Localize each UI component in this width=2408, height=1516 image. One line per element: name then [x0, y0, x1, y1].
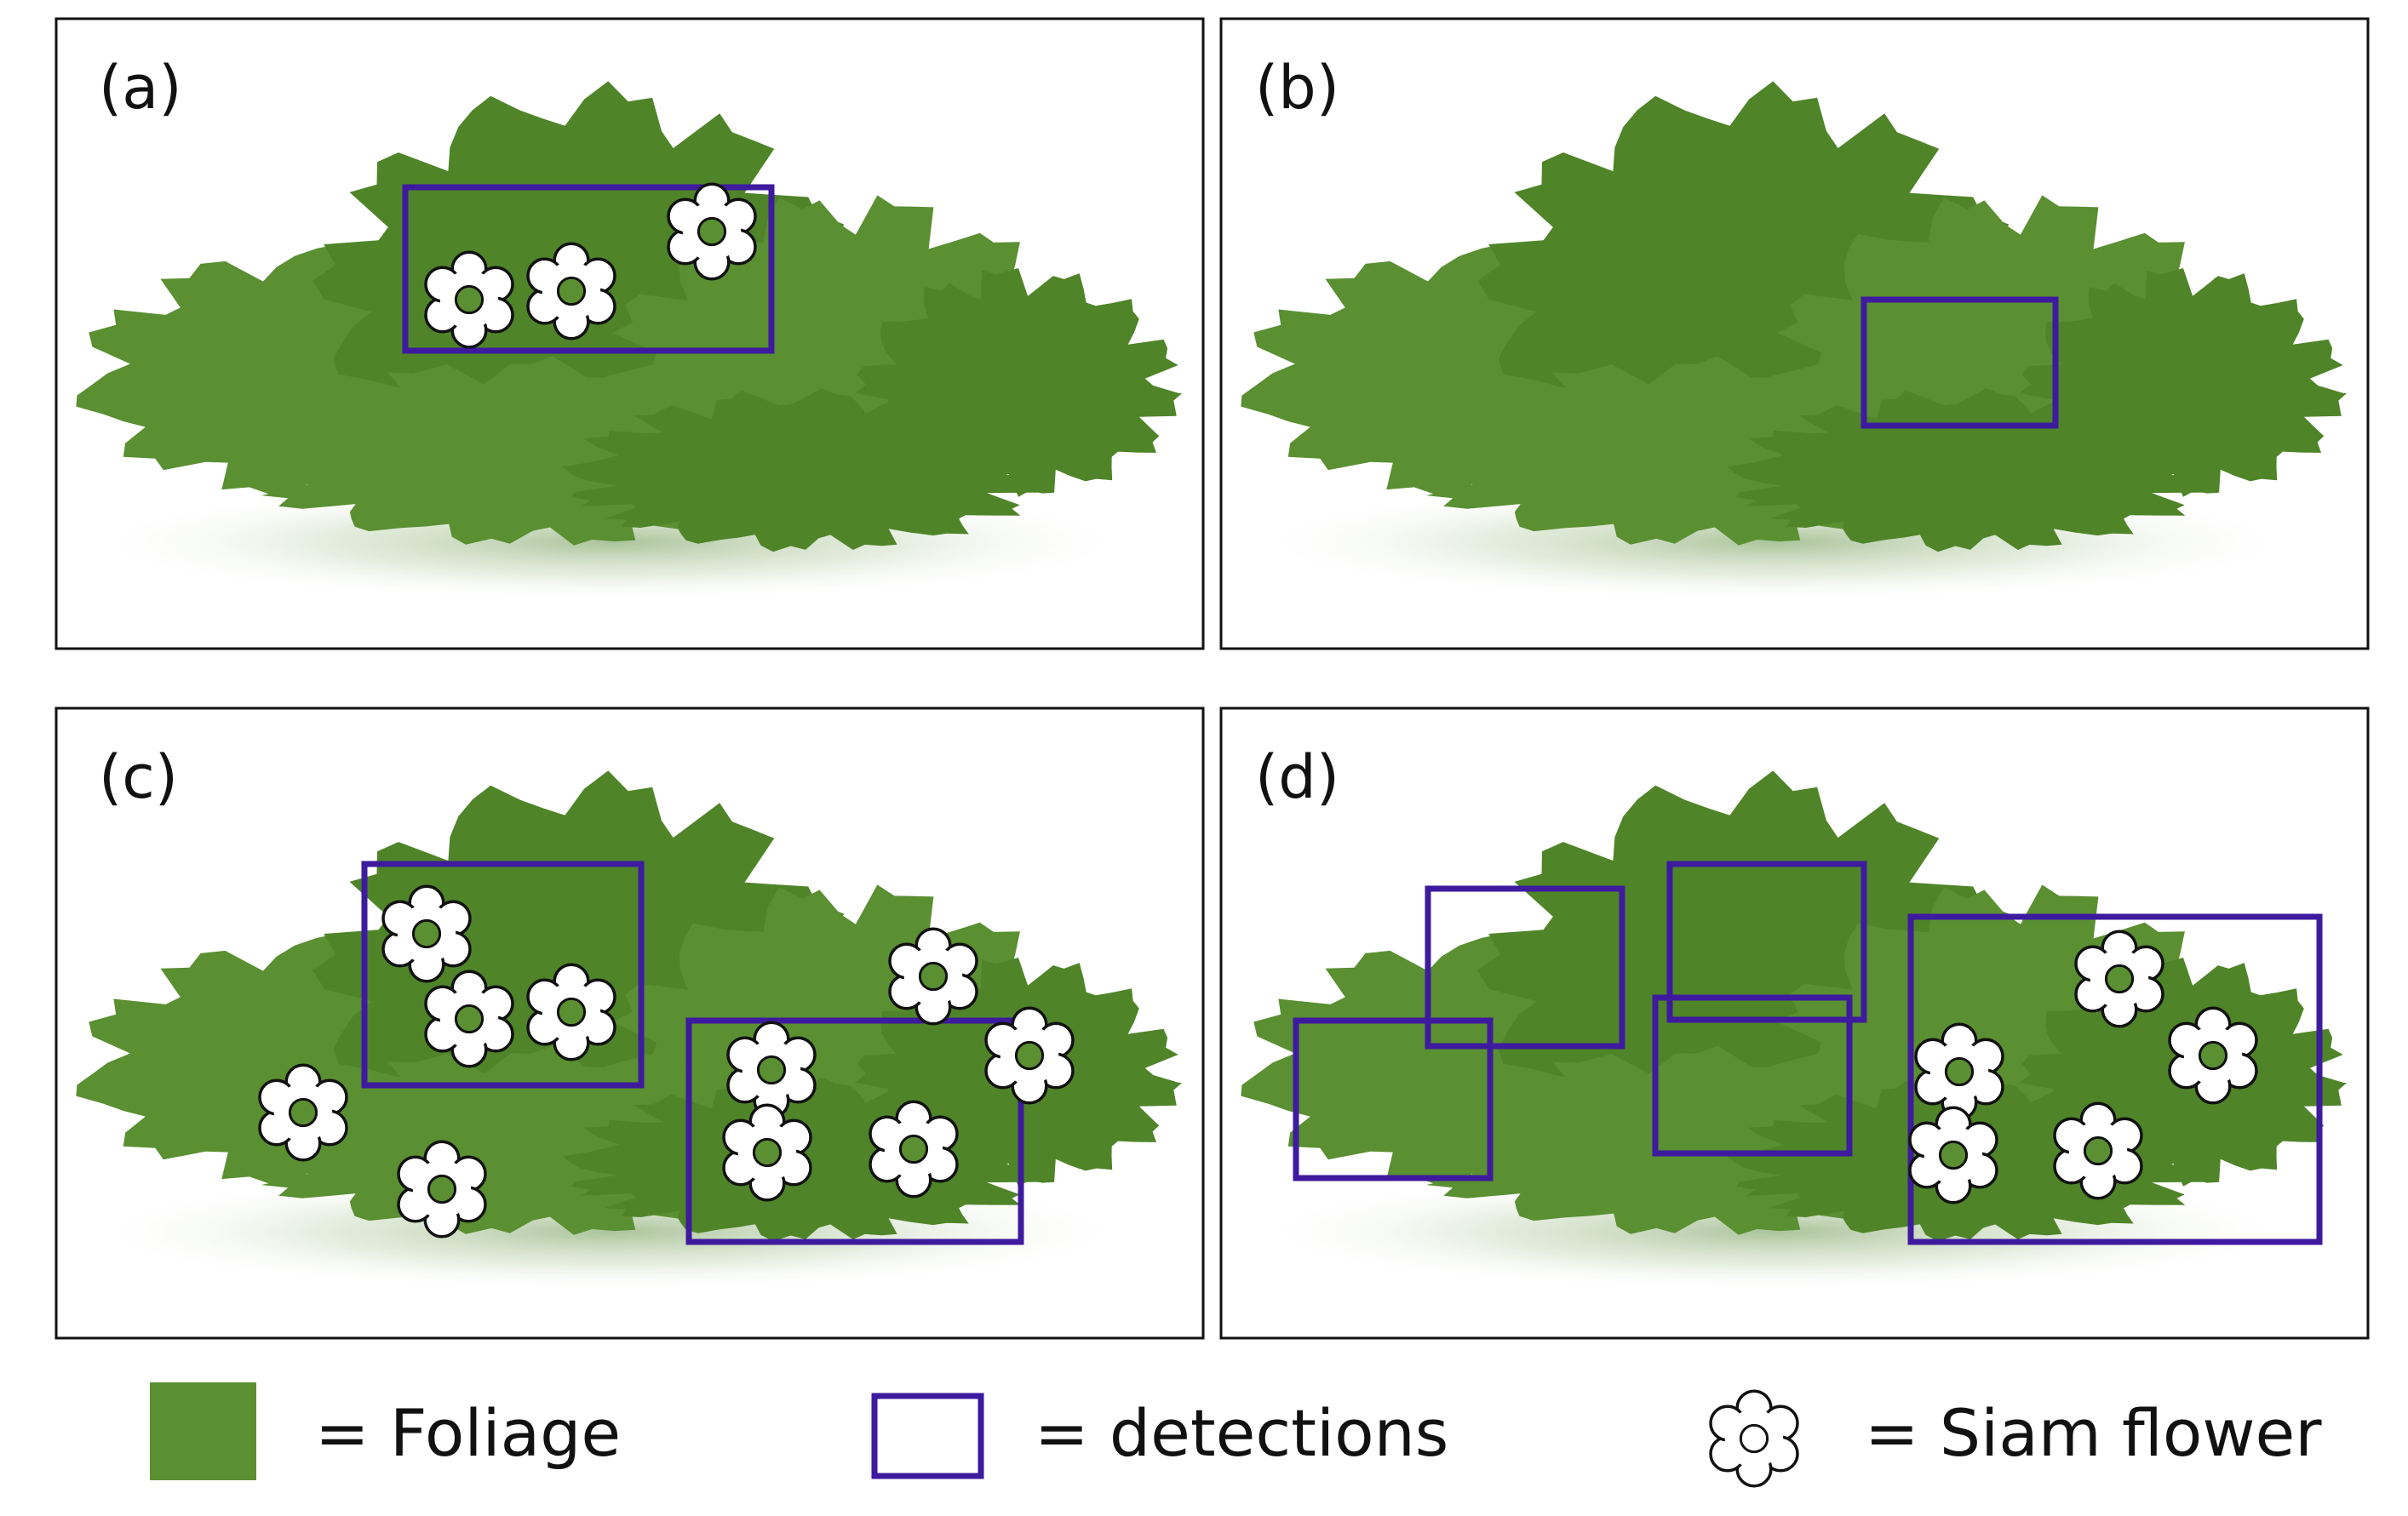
foliage-lobe	[562, 388, 1049, 552]
flower-center	[1938, 1140, 1969, 1170]
flower-icon	[526, 242, 616, 340]
legend-foliage: = Foliage	[150, 1382, 621, 1480]
flower-icon	[726, 1021, 817, 1119]
detections	[1860, 296, 2059, 429]
detection-box	[1425, 885, 1625, 1050]
flower-icon	[1914, 1022, 2004, 1121]
detection-box	[685, 1017, 1024, 1245]
flower-center	[1014, 1040, 1045, 1071]
flower-icon	[526, 963, 616, 1061]
legend-foliage-label: = Foliage	[315, 1395, 621, 1471]
flower-icon	[258, 1063, 348, 1162]
panel-c: (c)	[54, 707, 1205, 1340]
flower-center	[2083, 1136, 2113, 1166]
flower-icon	[1908, 1106, 1998, 1204]
detection-box	[1666, 861, 1867, 1023]
panel-label: (d)	[1255, 742, 1339, 812]
flower-icon	[1709, 1389, 1799, 1488]
flower-center	[1739, 1423, 1769, 1454]
panel-b: (b)	[1219, 17, 2370, 650]
legend-detections: = detections	[871, 1393, 1448, 1479]
flower-icon	[2053, 1101, 2143, 1200]
flowers	[1908, 930, 2258, 1204]
flower-center	[454, 1004, 484, 1034]
flower-icon	[869, 1100, 959, 1198]
flower-center	[898, 1134, 929, 1164]
detection-box	[361, 861, 645, 1089]
flower-icon	[722, 1103, 812, 1202]
legend-detections-label: = detections	[1035, 1395, 1448, 1471]
flower-center	[556, 276, 587, 306]
flower-icon	[667, 182, 757, 281]
detection-box	[1293, 1017, 1494, 1181]
legend: = Foliage = detections = Siam flower	[150, 1382, 2322, 1488]
flower-center	[756, 1055, 787, 1085]
flower-icon	[424, 970, 514, 1068]
legend-flower: = Siam flower	[1709, 1389, 2322, 1488]
panel-label: (a)	[99, 53, 182, 123]
detection-box	[1907, 913, 2323, 1245]
flower-center	[2104, 964, 2135, 994]
flower-center	[427, 1174, 457, 1204]
flower-icon	[888, 927, 978, 1026]
flower-center	[288, 1097, 318, 1128]
detection-box	[1652, 994, 1853, 1157]
flowers	[424, 182, 757, 349]
flower-icon	[397, 1140, 487, 1239]
detections	[1293, 861, 2323, 1245]
panel-d: (d)	[1219, 707, 2370, 1340]
flower-icon	[424, 250, 514, 349]
flower-icon	[381, 884, 472, 983]
flowers	[258, 884, 1075, 1239]
flower-center	[2198, 1040, 2228, 1071]
bush	[76, 81, 1183, 602]
panel-label: (b)	[1255, 53, 1339, 123]
flower-center	[918, 961, 949, 992]
flower-center	[556, 997, 587, 1027]
flower-icon	[2074, 930, 2164, 1028]
detections	[402, 184, 775, 354]
foliage-swatch	[150, 1382, 256, 1480]
detection-box	[1860, 296, 2059, 429]
flower-center	[1944, 1056, 1975, 1087]
flower-icon	[2168, 1006, 2258, 1105]
bush	[1241, 81, 2348, 602]
foliage-lobe	[1727, 388, 2214, 552]
detection-box	[402, 184, 775, 354]
flower-center	[752, 1137, 783, 1168]
flower-center	[697, 216, 727, 247]
detections	[361, 861, 1024, 1245]
detection-box	[871, 1393, 984, 1479]
panel-label: (c)	[99, 742, 178, 812]
flower-icon	[984, 1006, 1075, 1105]
panel-a: (a)	[54, 17, 1205, 650]
flower-center	[411, 918, 442, 949]
legend-flower-label: = Siam flower	[1865, 1395, 2322, 1471]
flower-center	[454, 284, 484, 315]
